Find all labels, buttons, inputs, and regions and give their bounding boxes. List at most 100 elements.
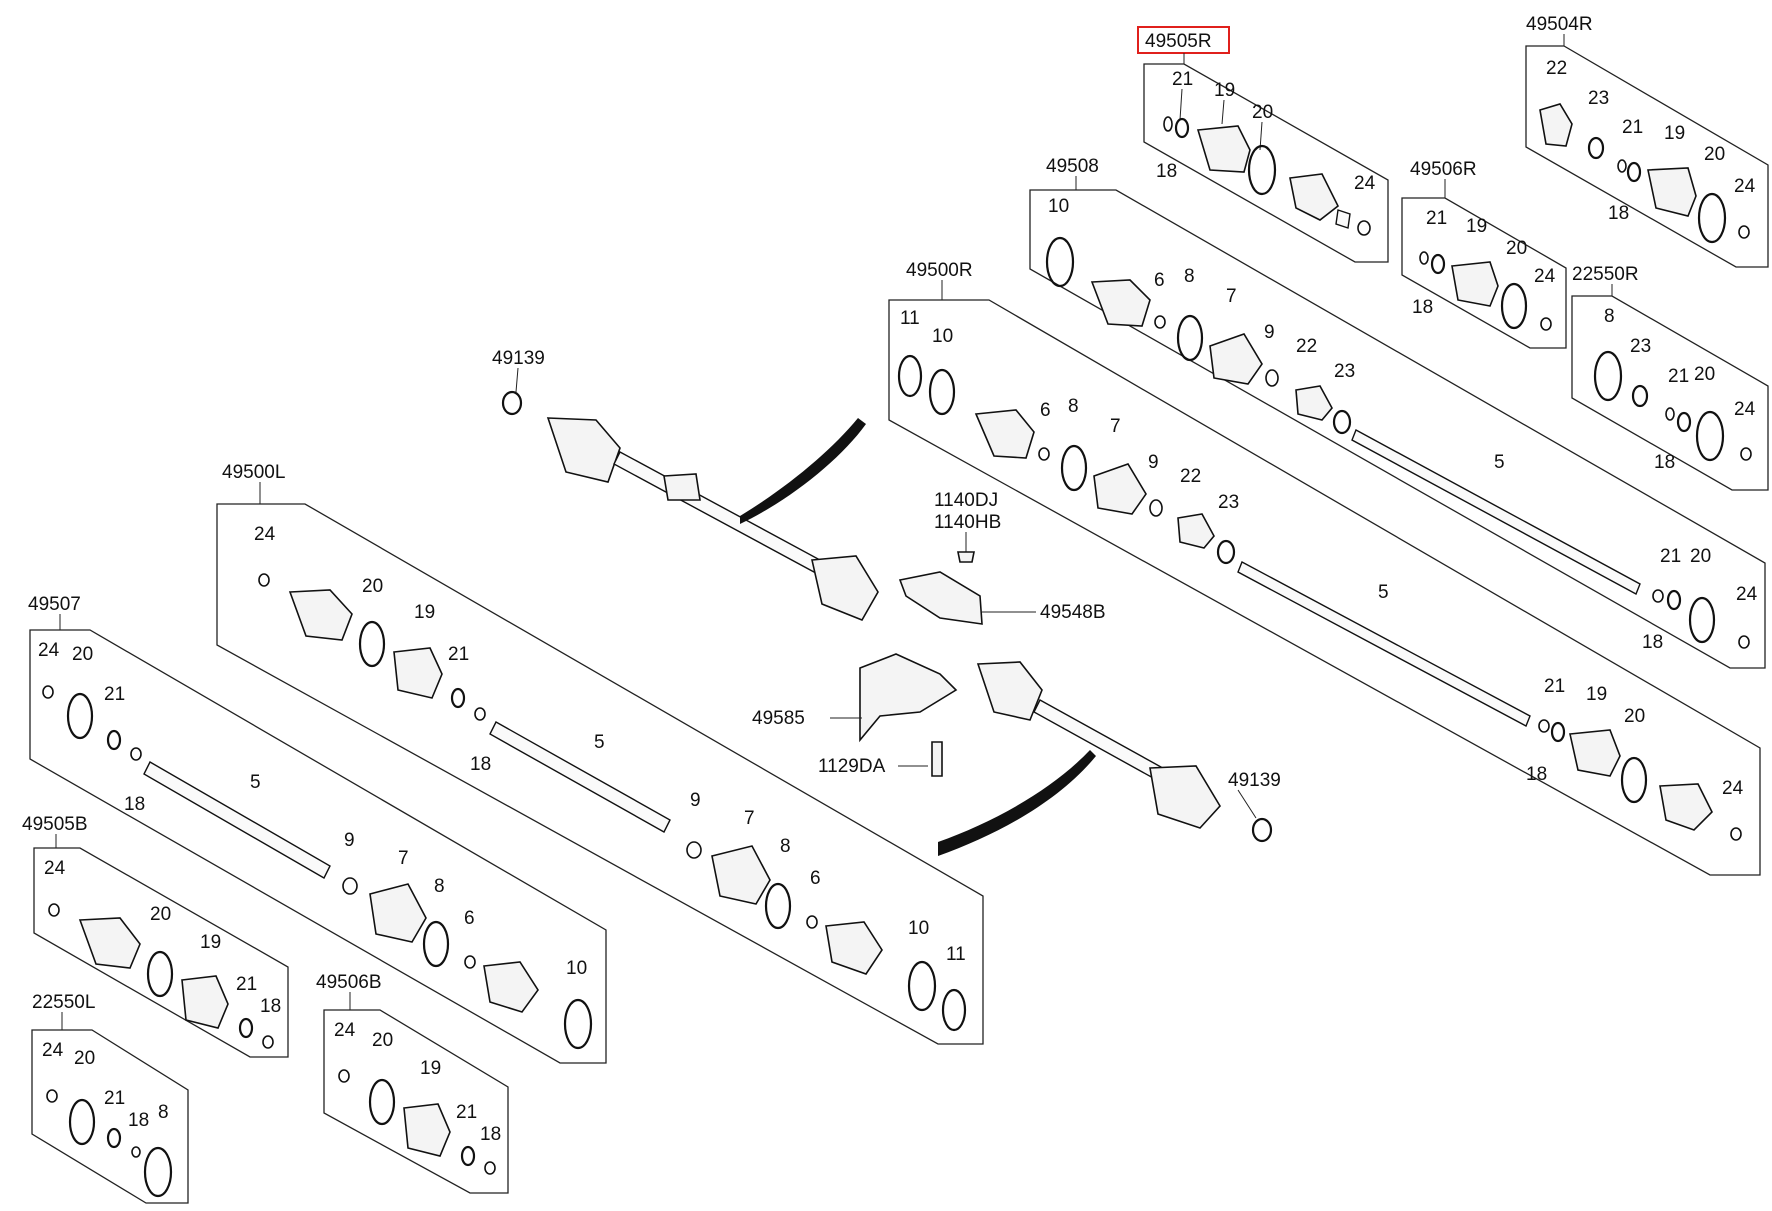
callout: 24	[1734, 399, 1756, 420]
part-label-49585[interactable]: 49585	[752, 708, 805, 729]
callout: 24	[38, 640, 60, 661]
callout: 24	[1736, 584, 1758, 605]
group-label-49508[interactable]: 49508	[1046, 156, 1099, 177]
callout: 20	[74, 1048, 95, 1069]
callout: 5	[250, 772, 261, 793]
callout: 5	[1378, 582, 1389, 603]
group-22550R[interactable]: 22550R 8 23 21 20 18 24	[1571, 264, 1769, 491]
group-49505B[interactable]: 49505B 24 20 19 21 18	[22, 814, 289, 1058]
callout: 18	[1156, 161, 1177, 182]
callout: 21	[104, 1088, 125, 1109]
callout: 24	[1534, 266, 1556, 287]
part-label-49139-bottom[interactable]: 49139	[1228, 770, 1281, 791]
callout: 10	[566, 958, 587, 979]
callout: 21	[104, 684, 125, 705]
group-label-22550L[interactable]: 22550L	[32, 992, 95, 1013]
callout: 10	[908, 918, 929, 939]
callout: 24	[44, 858, 66, 879]
callout: 19	[1664, 123, 1685, 144]
callout: 18	[1608, 203, 1629, 224]
callout: 22	[1546, 58, 1567, 79]
callout: 8	[1184, 266, 1195, 287]
callout: 18	[480, 1124, 501, 1145]
callout: 18	[470, 754, 491, 775]
callout: 6	[1154, 270, 1165, 291]
group-49506R[interactable]: 49506R 21 19 20 24 18	[1401, 159, 1567, 349]
callout: 21	[1172, 69, 1193, 90]
callout: 18	[1642, 632, 1663, 653]
callout: 6	[1040, 400, 1051, 421]
callout: 21	[1668, 366, 1689, 387]
callout: 20	[72, 644, 93, 665]
callout: 8	[780, 836, 791, 857]
callout: 11	[946, 944, 966, 965]
group-label-49507[interactable]: 49507	[28, 594, 81, 615]
callout: 18	[128, 1110, 149, 1131]
part-label-1129DA[interactable]: 1129DA	[818, 756, 886, 777]
callout: 7	[1226, 286, 1237, 307]
part-label-49139-top[interactable]: 49139	[492, 348, 545, 369]
group-49500R[interactable]: 49500R 11 10 6 8 7 9 22 23 5 21 19 20 18…	[888, 260, 1761, 876]
callout: 18	[1526, 764, 1547, 785]
callout: 10	[932, 326, 953, 347]
callout: 24	[1722, 778, 1744, 799]
group-49508[interactable]: 49508 10 6 8 7 9 22 23 5 21 20 18 24	[1029, 156, 1766, 669]
callout: 21	[448, 644, 469, 665]
callout: 19	[1214, 80, 1235, 101]
callout: 19	[414, 602, 435, 623]
group-49506B[interactable]: 49506B 24 20 19 21 18	[316, 972, 509, 1194]
group-49500L[interactable]: 49500L 24 20 19 21 18 5 9 7 8 6 10 11	[216, 462, 984, 1045]
group-label-49505B[interactable]: 49505B	[22, 814, 88, 835]
group-49507[interactable]: 49507 24 20 21 18 5 9 7 8 6 10	[28, 594, 607, 1064]
group-label-49506R[interactable]: 49506R	[1410, 159, 1477, 180]
callout: 8	[158, 1102, 169, 1123]
part-label-49548B[interactable]: 49548B	[1040, 602, 1106, 623]
callout: 19	[1466, 216, 1487, 237]
callout: 18	[1412, 297, 1433, 318]
callout: 23	[1334, 361, 1355, 382]
callout: 19	[200, 932, 221, 953]
main-assembly: 49139 1140DJ 1140HB 49548B 49585 1129DA …	[492, 348, 1281, 856]
callout: 6	[810, 868, 821, 889]
callout: 19	[420, 1058, 441, 1079]
callout: 9	[344, 830, 355, 851]
part-label-1140HB[interactable]: 1140HB	[934, 512, 1001, 533]
callout: 20	[1506, 238, 1527, 259]
group-22550L[interactable]: 22550L 24 20 21 18 8	[31, 992, 189, 1204]
callout: 20	[1690, 546, 1711, 567]
callout: 23	[1218, 492, 1239, 513]
callout: 10	[1048, 196, 1069, 217]
group-label-49500R[interactable]: 49500R	[906, 260, 973, 281]
callout: 24	[42, 1040, 64, 1061]
callout: 20	[362, 576, 383, 597]
callout: 18	[124, 794, 145, 815]
callout: 9	[1264, 322, 1275, 343]
group-49504R[interactable]: 49504R 22 23 21 19 20 18 24	[1525, 14, 1769, 268]
callout: 18	[1654, 452, 1675, 473]
callout: 8	[1604, 306, 1615, 327]
callout: 21	[1622, 117, 1643, 138]
callout: 21	[1544, 676, 1565, 697]
callout: 5	[1494, 452, 1505, 473]
callout: 23	[1588, 88, 1609, 109]
callout: 9	[690, 790, 701, 811]
callout: 24	[1354, 173, 1376, 194]
callout: 21	[236, 974, 257, 995]
part-label-1140DJ[interactable]: 1140DJ	[934, 490, 998, 511]
callout: 20	[372, 1030, 393, 1051]
group-label-49505R[interactable]: 49505R	[1145, 31, 1212, 52]
callout: 23	[1630, 336, 1651, 357]
callout: 22	[1180, 466, 1201, 487]
group-49505R[interactable]: 49505R 21 19 20 18 24	[1137, 26, 1389, 263]
callout: 21	[456, 1102, 477, 1123]
callout: 20	[1704, 144, 1725, 165]
callout: 8	[1068, 396, 1079, 417]
callout: 20	[1694, 364, 1715, 385]
group-label-49500L[interactable]: 49500L	[222, 462, 285, 483]
group-label-49506B[interactable]: 49506B	[316, 972, 382, 993]
callout: 21	[1660, 546, 1681, 567]
group-label-49504R[interactable]: 49504R	[1526, 14, 1593, 35]
group-label-22550R[interactable]: 22550R	[1572, 264, 1639, 285]
callout: 20	[150, 904, 171, 925]
